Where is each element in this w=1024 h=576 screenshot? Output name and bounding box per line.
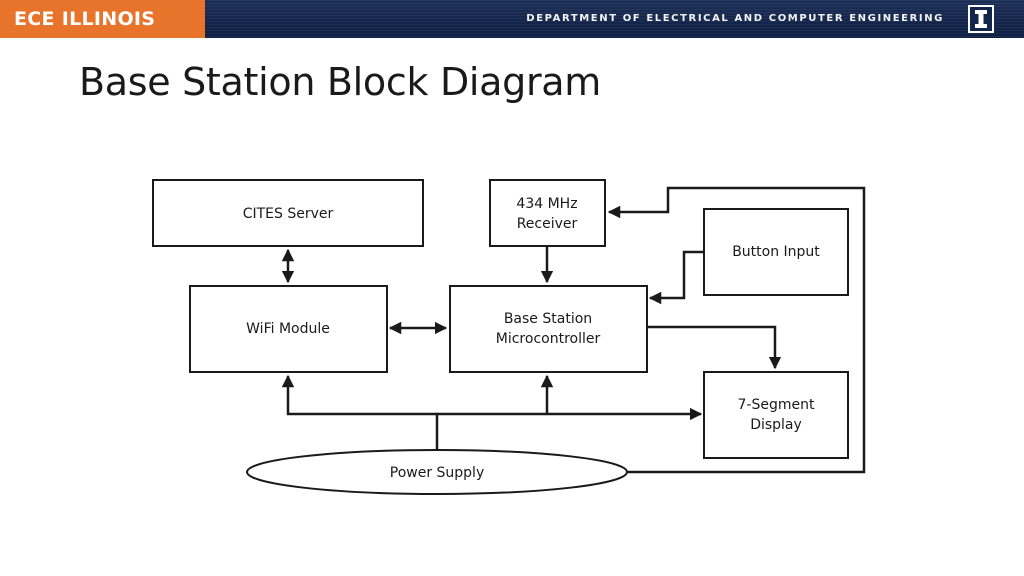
brand-logo-text: ECE ILLINOIS: [0, 0, 205, 38]
header-bar: ECE ILLINOIS DEPARTMENT OF ELECTRICAL AN…: [0, 0, 1024, 38]
node-cites-server-label: CITES Server: [243, 206, 334, 222]
node-cites-server: CITES Server: [152, 179, 424, 247]
slide-title: Base Station Block Diagram: [79, 60, 601, 104]
node-microcontroller-line1: Base Station: [504, 311, 592, 327]
block-i-logo-icon: [968, 5, 994, 33]
node-wifi-module: WiFi Module: [189, 285, 388, 373]
node-seven-segment-line1: 7-Segment: [738, 397, 815, 413]
node-receiver-line2: Receiver: [517, 216, 578, 232]
node-button-input-label: Button Input: [732, 244, 820, 260]
node-wifi-module-label: WiFi Module: [246, 321, 330, 337]
node-microcontroller: Base Station Microcontroller: [449, 285, 648, 373]
department-name: DEPARTMENT OF ELECTRICAL AND COMPUTER EN…: [526, 13, 944, 24]
edge-button-microcontroller: [648, 250, 704, 305]
header-stripes: [205, 0, 1024, 38]
edge-microcontroller-display: [647, 325, 782, 370]
edge-power-bus: [281, 374, 439, 450]
node-power-supply-label: Power Supply: [390, 465, 485, 481]
node-power-supply: Power Supply: [246, 449, 628, 495]
node-receiver-line1: 434 MHz: [516, 196, 577, 212]
node-seven-segment-line2: Display: [750, 417, 802, 433]
node-receiver: 434 MHz Receiver: [489, 179, 606, 247]
node-button-input: Button Input: [703, 208, 849, 296]
edge-power-receiver: [607, 186, 866, 474]
node-seven-segment: 7-Segment Display: [703, 371, 849, 459]
block-i-glyph: [975, 10, 987, 28]
node-microcontroller-line2: Microcontroller: [496, 331, 601, 347]
